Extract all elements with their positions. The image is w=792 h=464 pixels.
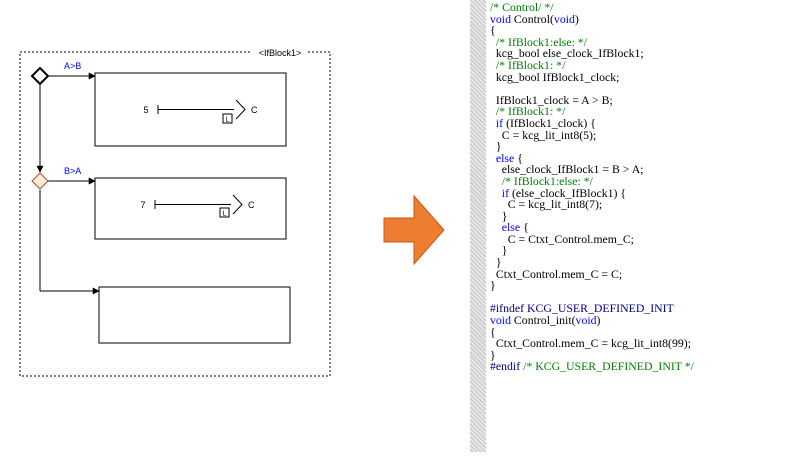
ifblock-boundary[interactable] — [19, 51, 331, 377]
code-line: if (else_clock_IfBlock1) { — [490, 185, 694, 200]
code-line: kcg_bool IfBlock1_clock; — [490, 69, 694, 84]
generated-code-panel: /* Control/ */void Control(void){ /* IfB… — [470, 0, 792, 464]
code-token: void — [490, 11, 511, 26]
output-chevron-2 — [232, 194, 243, 215]
code-token: } — [490, 278, 496, 293]
code-token: Control_init( — [510, 313, 576, 328]
code-line: } — [490, 278, 694, 293]
action-box-2[interactable] — [94, 177, 287, 240]
clock-badge-text-1: L — [226, 117, 230, 124]
code-token: #ifndef KCG_USER_DEFINED_INIT — [490, 301, 674, 316]
code-token: void — [490, 313, 511, 328]
code-gutter — [470, 0, 486, 452]
clock-badge-1 — [222, 113, 233, 124]
code-token: (IfBlock1_clock) { — [503, 115, 596, 130]
code-token: IfBlock1_clock = A > B; — [490, 92, 613, 107]
code-token: ) — [574, 11, 579, 26]
code-line: else { — [490, 220, 694, 235]
code-line: { — [490, 324, 694, 339]
code-line: Ctxt_Control.mem_C = kcg_lit_int8(99); — [490, 336, 694, 351]
action-box-3[interactable] — [98, 286, 291, 344]
code-line: } — [490, 139, 694, 154]
code-line: } — [490, 255, 694, 270]
code-token: else_clock_IfBlock1 = B > A; — [490, 162, 644, 177]
code-token: { — [514, 150, 523, 165]
code-line: } — [490, 347, 694, 362]
code-line: /* IfBlock1: */ — [490, 57, 694, 72]
code-token: /* Control/ */ — [490, 0, 554, 14]
code-token: { — [490, 324, 496, 339]
code-token: } — [490, 255, 502, 270]
code-token: Ctxt_Control.mem_C = kcg_lit_int8(99); — [490, 336, 691, 351]
decision-diamond-2[interactable] — [31, 172, 49, 190]
code-line: /* IfBlock1:else: */ — [490, 34, 694, 49]
ifblock-diagram: <IfBlock1> A>B B>A 5 C L 7 C L — [19, 45, 445, 377]
code-token: (else_clock_IfBlock1) { — [509, 185, 627, 200]
code-token: } — [490, 243, 508, 258]
code-line: #endif /* KCG_USER_DEFINED_INIT */ — [490, 361, 694, 373]
output-label-1: C — [251, 105, 258, 115]
code-token: #endif — [490, 359, 521, 374]
code-token: { — [520, 220, 529, 235]
code-token: Control( — [510, 11, 554, 26]
generated-c-code: /* Control/ */void Control(void){ /* IfB… — [490, 0, 694, 373]
code-line: { — [490, 23, 694, 38]
code-token: C = Ctxt_Control.mem_C; — [490, 231, 634, 246]
code-token: } — [490, 347, 496, 362]
code-token: Ctxt_Control.mem_C = C; — [490, 266, 623, 281]
code-line: C = Ctxt_Control.mem_C; — [490, 231, 694, 246]
code-token: else — [495, 150, 515, 165]
code-line: /* IfBlock1:else: */ — [490, 173, 694, 188]
code-token: void — [575, 313, 597, 328]
code-line: /* Control/ */ — [490, 0, 694, 14]
code-line: kcg_bool else_clock_IfBlock1; — [490, 46, 694, 61]
code-token: else — [501, 220, 521, 235]
code-token: kcg_bool IfBlock1_clock; — [490, 69, 620, 84]
decision-diamond-1[interactable] — [30, 66, 50, 86]
code-line: #ifndef KCG_USER_DEFINED_INIT — [490, 303, 694, 315]
code-token: /* IfBlock1: */ — [490, 104, 566, 119]
code-line: C = kcg_lit_int8(5); — [490, 127, 694, 142]
code-token: { — [490, 23, 496, 38]
output-label-2: C — [248, 200, 255, 210]
code-token: /* IfBlock1:else: */ — [490, 34, 587, 49]
code-token: if — [501, 185, 510, 200]
code-line: void Control(void) — [490, 11, 694, 26]
code-line: if (IfBlock1_clock) { — [490, 115, 694, 130]
ifblock-label-bg — [252, 45, 308, 59]
constant-value-1: 5 — [143, 105, 148, 115]
code-token: ) — [596, 313, 601, 328]
clock-badge-2 — [219, 207, 230, 218]
code-token: kcg_bool else_clock_IfBlock1; — [490, 46, 644, 61]
code-line: Ctxt_Control.mem_C = C; — [490, 266, 694, 281]
ifblock-label: <IfBlock1> — [259, 48, 302, 58]
code-line: } — [490, 245, 694, 257]
code-token: /* IfBlock1: */ — [490, 57, 566, 72]
constant-value-2: 7 — [140, 200, 145, 210]
code-line: else { — [490, 150, 694, 165]
code-line: void Control_init(void) — [490, 313, 694, 328]
code-line: C = kcg_lit_int8(7); — [490, 197, 694, 212]
code-line: IfBlock1_clock = A > B; — [490, 92, 694, 107]
code-line: } — [490, 208, 694, 223]
code-line: else_clock_IfBlock1 = B > A; — [490, 162, 694, 177]
code-token: } — [490, 139, 502, 154]
code-line: /* IfBlock1: */ — [490, 104, 694, 119]
output-chevron-1 — [235, 99, 246, 120]
branch-label-2: B>A — [64, 166, 81, 176]
code-token: C = kcg_lit_int8(5); — [490, 127, 597, 142]
code-token: /* IfBlock1:else: */ — [490, 173, 593, 188]
code-token: } — [490, 208, 508, 223]
code-token: void — [553, 11, 575, 26]
clock-badge-text-2: L — [223, 211, 227, 218]
code-token: C = kcg_lit_int8(7); — [490, 197, 603, 212]
code-token: /* KCG_USER_DEFINED_INIT */ — [520, 359, 694, 374]
branch-label-1: A>B — [64, 61, 81, 71]
code-token: if — [495, 115, 504, 130]
transform-arrow-icon — [383, 194, 445, 266]
